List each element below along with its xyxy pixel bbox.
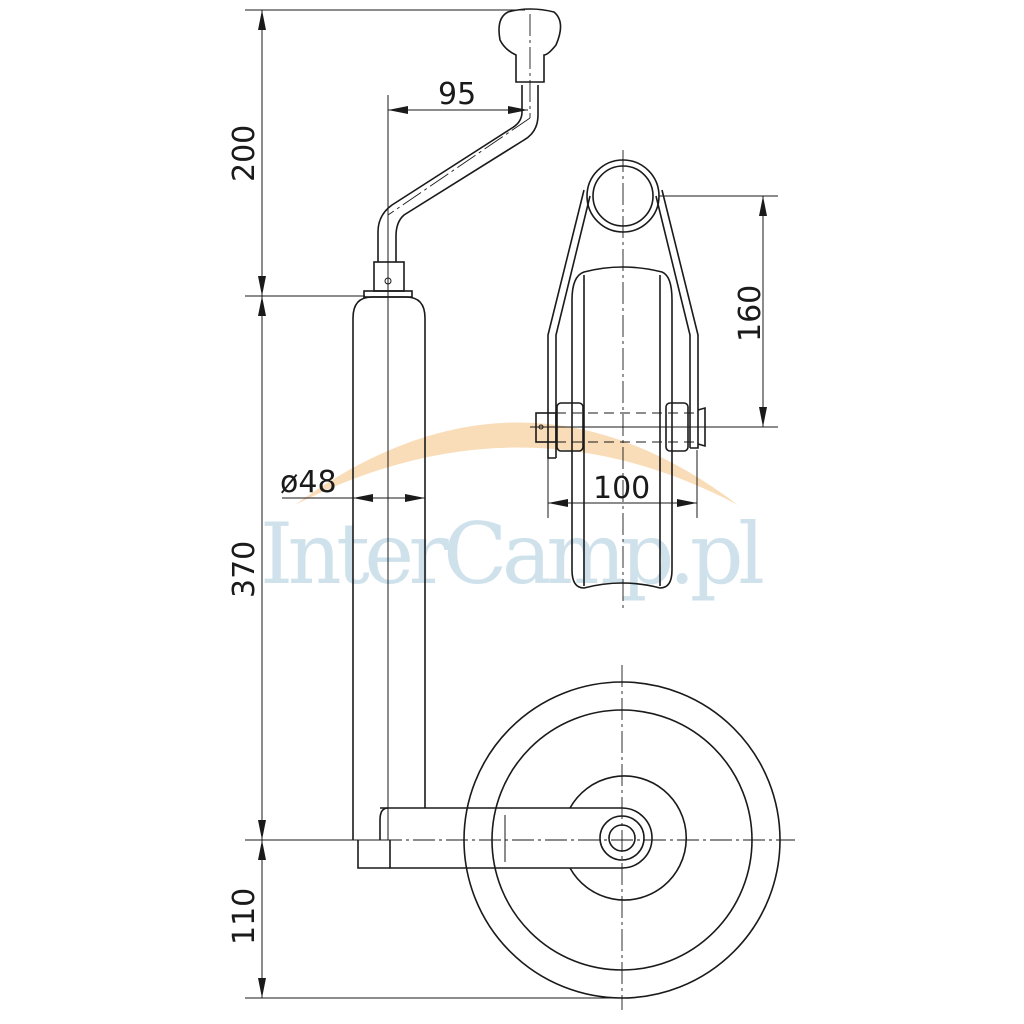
watermark: InterCamp.pl — [260, 422, 765, 603]
wheel-front-view: 160 100 — [530, 150, 778, 610]
dim-370: 370 — [227, 541, 262, 598]
dim-110: 110 — [227, 888, 262, 945]
dim-200: 200 — [227, 125, 262, 182]
dim-95: 95 — [438, 77, 476, 112]
knob — [498, 8, 562, 83]
vertical-dimensions: 200 370 110 — [227, 9, 622, 999]
dim-160: 160 — [733, 285, 768, 342]
dim-95-group: 95 — [387, 77, 528, 840]
crank-handle — [363, 8, 562, 298]
watermark-arc — [295, 422, 738, 505]
wheel-side-view — [357, 665, 795, 1010]
dim-diameter-48: ø48 — [280, 465, 337, 500]
watermark-text: InterCamp.pl — [260, 505, 765, 603]
collar — [373, 261, 405, 292]
support-tube: ø48 — [280, 296, 426, 841]
dim-100: 100 — [593, 471, 650, 506]
